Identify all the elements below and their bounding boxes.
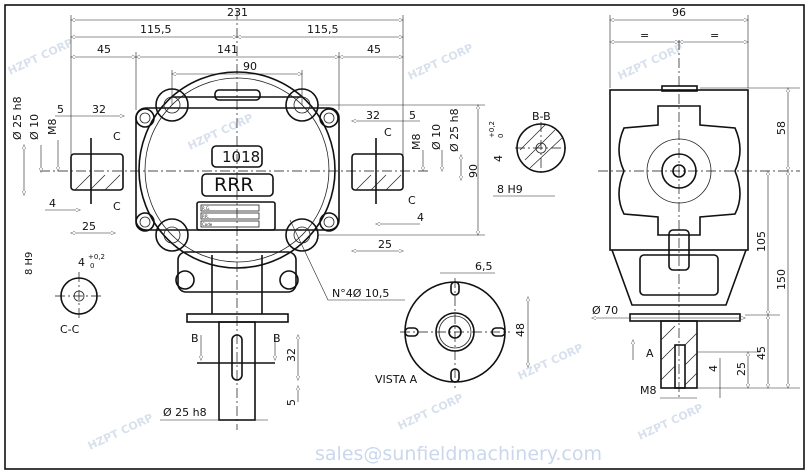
dim-label: 5 <box>409 109 416 122</box>
watermark-text: HZPT CORP <box>86 411 155 453</box>
dim-label: 48 <box>514 323 527 337</box>
section-mark: C <box>113 200 121 213</box>
section-b-b: B-B 4 +0,2 0 8 H9 <box>488 110 567 197</box>
dim-label: 105 <box>755 231 768 252</box>
dim-label: 141 <box>217 43 238 56</box>
dim-label: 4 <box>492 155 505 162</box>
dim-label: 231 <box>227 6 248 19</box>
tolerance-upper: +0,2 <box>488 121 496 138</box>
watermarks: HZPT CORP HZPT CORP HZPT CORP HZPT CORP … <box>6 36 705 465</box>
nameplate <box>196 201 276 231</box>
view-title: VISTA A <box>375 373 418 386</box>
dim-label: M8 <box>640 384 657 397</box>
watermark-text: HZPT CORP <box>396 391 465 433</box>
dim-label: 4 <box>49 197 56 210</box>
section-title: C-C <box>60 323 80 336</box>
dim-label: 25 <box>735 362 748 376</box>
section-title: B-B <box>532 110 551 123</box>
watermark-text: HZPT CORP <box>406 41 475 83</box>
dim-label: 58 <box>775 121 788 135</box>
dim-label: 96 <box>672 6 686 19</box>
watermark-email: sales@sunfieldmachinery.com <box>315 443 602 465</box>
dim-label: 6,5 <box>475 260 493 273</box>
dim-label: = <box>640 29 649 42</box>
nameplate-row: P.R. <box>202 214 209 219</box>
section-c-c: 8 H9 4 +0,2 0 C-C <box>24 252 105 336</box>
watermark-text: HZPT CORP <box>516 341 585 383</box>
section-mark: C <box>113 130 121 143</box>
dim-label: 4 <box>78 256 85 269</box>
dim-label: 115,5 <box>140 23 172 36</box>
dim-label: Ø 25 h8 <box>163 406 207 419</box>
nameplate-row: Code <box>202 222 213 227</box>
tolerance-upper: +0,2 <box>88 253 105 261</box>
side-view: 96 = = 58 105 150 45 25 4 Ø 70 A M8 <box>592 6 800 400</box>
model-label: 1018 <box>222 148 260 166</box>
section-mark: C <box>408 194 416 207</box>
dim-label: 4 <box>417 211 424 224</box>
section-mark: B <box>273 332 281 345</box>
dim-label: 32 <box>285 348 298 362</box>
dim-label: 90 <box>467 164 480 178</box>
dim-label: 8 H9 <box>497 183 523 196</box>
dim-label: M8 <box>46 119 59 136</box>
dim-label: 32 <box>92 103 106 116</box>
view-arrow-label: A <box>646 347 654 360</box>
dim-label: 45 <box>755 346 768 360</box>
dim-label: Ø 70 <box>592 304 618 317</box>
ratio-label: RRR <box>214 174 254 196</box>
section-mark: B <box>191 332 199 345</box>
dim-label: 25 <box>82 220 96 233</box>
dim-label: M8 <box>410 134 423 151</box>
dim-label: 150 <box>775 269 788 290</box>
ratio-plate <box>201 173 274 197</box>
model-plate <box>211 145 263 168</box>
watermark-text: HZPT CORP <box>616 41 685 83</box>
nameplate-row: R.G. <box>202 206 210 211</box>
front-view: 231 115,5 115,5 45 141 45 90 1018 RRR R. <box>11 6 485 430</box>
watermark-text: HZPT CORP <box>636 401 705 443</box>
vista-a: 6,5 48 VISTA A <box>375 260 528 388</box>
dim-label: Ø 25 h8 <box>11 96 24 140</box>
tolerance-lower: 0 <box>497 134 505 138</box>
dim-label: 45 <box>97 43 111 56</box>
dim-label: 4 <box>707 365 720 372</box>
dim-label: Ø 10 <box>430 124 443 150</box>
dim-label: 5 <box>285 399 298 406</box>
watermark-text: HZPT CORP <box>6 36 75 78</box>
dim-label: 25 <box>378 238 392 251</box>
dim-label: = <box>710 29 719 42</box>
dim-label: 45 <box>367 43 381 56</box>
dim-label: 115,5 <box>307 23 339 36</box>
section-mark: C <box>384 126 392 139</box>
dim-label: 8 H9 <box>24 252 35 275</box>
dim-label: 32 <box>366 109 380 122</box>
dim-label: Ø 25 h8 <box>448 108 461 152</box>
tolerance-lower: 0 <box>90 262 94 270</box>
dim-label: Ø 10 <box>28 114 41 140</box>
dim-label: 5 <box>57 103 64 116</box>
dim-label: 90 <box>243 60 257 73</box>
holes-label: N°4Ø 10,5 <box>332 287 389 300</box>
drawing-frame <box>4 4 805 470</box>
